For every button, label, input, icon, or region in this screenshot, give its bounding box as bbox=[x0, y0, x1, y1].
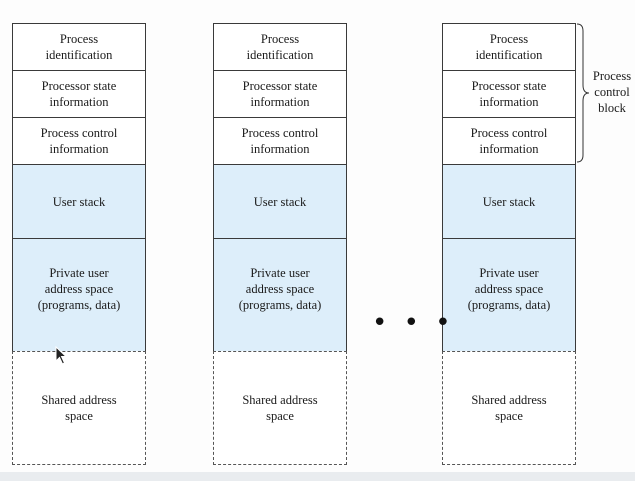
process-identification-cell: Process identification bbox=[213, 23, 347, 71]
processor-state-cell: Processor state information bbox=[442, 70, 576, 118]
processor-state-cell: Processor state information bbox=[213, 70, 347, 118]
process-image-2: Process identification Processor state i… bbox=[213, 23, 347, 465]
process-identification-cell: Process identification bbox=[12, 23, 146, 71]
process-control-cell: Process control information bbox=[442, 117, 576, 165]
process-control-cell: Process control information bbox=[12, 117, 146, 165]
private-address-space-cell: Private user address space (programs, da… bbox=[12, 238, 146, 352]
pcb-label: Process control block bbox=[592, 69, 632, 115]
private-address-space-cell: Private user address space (programs, da… bbox=[442, 238, 576, 352]
process-control-cell: Process control information bbox=[213, 117, 347, 165]
process-identification-cell: Process identification bbox=[442, 23, 576, 71]
bottom-strip bbox=[0, 472, 635, 481]
user-stack-cell: User stack bbox=[12, 164, 146, 239]
pcb-brace-icon bbox=[576, 23, 590, 163]
more-processes-ellipsis: • • • bbox=[372, 308, 455, 338]
process-image-1: Process identification Processor state i… bbox=[12, 23, 146, 465]
user-stack-cell: User stack bbox=[442, 164, 576, 239]
shared-address-space-cell: Shared address space bbox=[12, 351, 146, 465]
shared-address-space-cell: Shared address space bbox=[442, 351, 576, 465]
mouse-cursor-icon bbox=[55, 346, 68, 365]
processor-state-cell: Processor state information bbox=[12, 70, 146, 118]
shared-address-space-cell: Shared address space bbox=[213, 351, 347, 465]
private-address-space-cell: Private user address space (programs, da… bbox=[213, 238, 347, 352]
process-image-n: Process identification Processor state i… bbox=[442, 23, 576, 465]
user-stack-cell: User stack bbox=[213, 164, 347, 239]
